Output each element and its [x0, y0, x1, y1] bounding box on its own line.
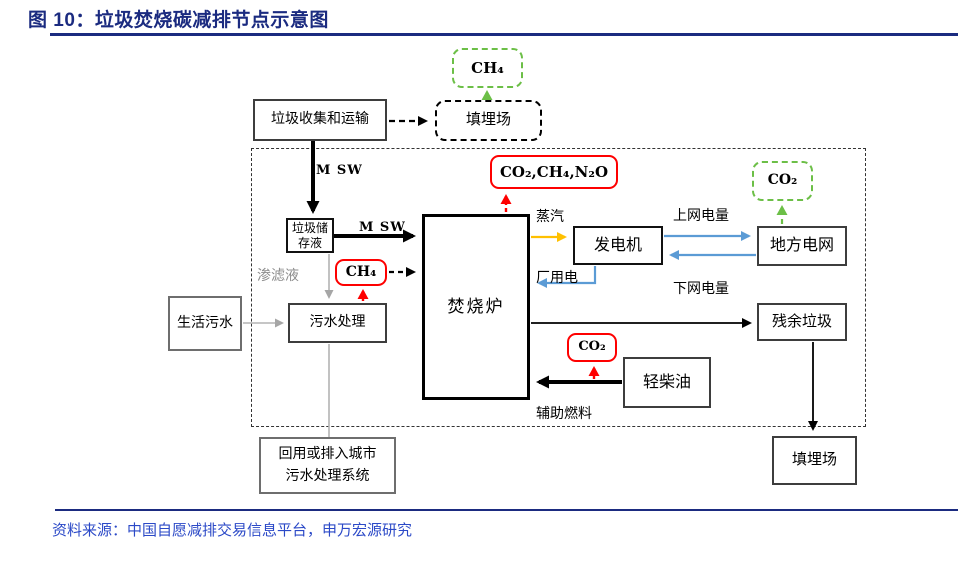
node-sewage-treatment: 污水处理 — [288, 303, 387, 343]
label-msw-2: M SW — [359, 220, 406, 235]
label-msw-1: M SW — [316, 163, 363, 178]
node-generator: 发电机 — [573, 226, 663, 265]
label-leachate: 渗滤液 — [257, 269, 299, 284]
node-waste-storage: 垃圾储存液 — [286, 218, 334, 253]
node-residual-waste: 残余垃圾 — [757, 303, 847, 341]
node-incinerator: 焚烧炉 — [422, 214, 530, 400]
project-boundary-dashed-frame — [251, 148, 866, 427]
footer-divider — [55, 509, 958, 511]
node-landfill-bottom: 填埋场 — [772, 436, 857, 485]
label-steam: 蒸汽 — [536, 210, 564, 225]
title-divider — [50, 33, 958, 36]
label-grid-export: 上网电量 — [673, 209, 729, 224]
node-landfill-top: 填埋场 — [435, 100, 542, 141]
node-reuse-system: 回用或排入城市污水处理系统 — [259, 437, 396, 494]
label-aux-fuel: 辅助燃料 — [536, 407, 592, 422]
node-local-grid: 地方电网 — [757, 226, 847, 266]
node-ghg-emissions: CO₂,CH₄,N₂O — [490, 155, 618, 189]
figure-title: 图 10：垃圾焚烧碳减排节点示意图 — [28, 10, 329, 31]
label-grid-import: 下网电量 — [673, 282, 729, 297]
node-ch4-emission: CH₄ — [335, 259, 387, 286]
node-domestic-sewage: 生活污水 — [168, 296, 242, 351]
node-waste-collection: 垃圾收集和运输 — [253, 99, 387, 141]
node-ch4-landfill-gas: CH₄ — [452, 48, 523, 88]
node-co2-grid: CO₂ — [752, 161, 813, 201]
node-co2-diesel: CO₂ — [567, 333, 617, 362]
label-plant-power: 厂用电 — [536, 271, 578, 286]
node-light-diesel: 轻柴油 — [623, 357, 711, 408]
source-note: 资料来源：中国自愿减排交易信息平台，申万宏源研究 — [52, 522, 413, 539]
